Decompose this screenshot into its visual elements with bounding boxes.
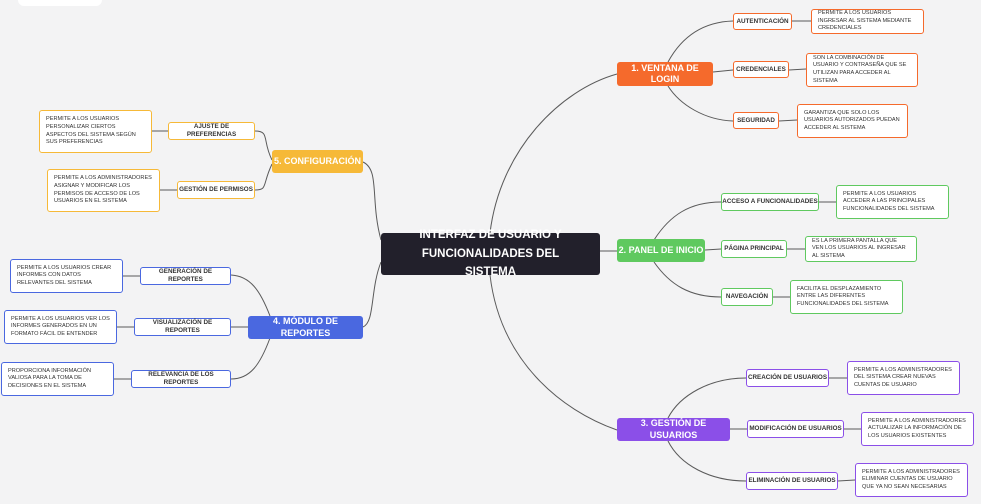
subtopic-ajuste-preferencias[interactable]: AJUSTE DE PREFERENCIAS	[168, 122, 255, 140]
subtopic-visualizacion-reportes[interactable]: VISUALIZACIÓN DE REPORTES	[134, 318, 231, 336]
note-eliminacion-usuarios[interactable]: PERMITE A LOS ADMINISTRADORES ELIMINAR C…	[855, 463, 968, 497]
central-topic[interactable]: INTERFAZ DE USUARIO Y FUNCIONALIDADES DE…	[381, 229, 600, 278]
subtopic-credenciales[interactable]: CREDENCIALES	[733, 61, 789, 78]
window-tab	[18, 0, 102, 6]
note-ajuste-preferencias[interactable]: PERMITE A LOS USUARIOS PERSONALIZAR CIER…	[39, 110, 152, 153]
subtopic-gestion-permisos[interactable]: GESTIÓN DE PERMISOS	[177, 181, 255, 199]
note-navegacion[interactable]: FACILITA EL DESPLAZAMIENTO ENTRE LAS DIF…	[790, 280, 903, 314]
topic-configuracion[interactable]: 5. CONFIGURACIÓN	[272, 150, 363, 173]
subtopic-creacion-usuarios[interactable]: CREACIÓN DE USUARIOS	[746, 369, 829, 387]
topic-panel-de-inicio[interactable]: 2. PANEL DE INICIO	[617, 239, 705, 262]
note-modificacion-usuarios[interactable]: PERMITE A LOS ADMINISTRADORES ACTUALIZAR…	[861, 412, 974, 446]
subtopic-acceso-funcionalidades[interactable]: ACCESO A FUNCIONALIDADES	[721, 193, 819, 211]
subtopic-autenticacion[interactable]: AUTENTICACIÓN	[733, 13, 792, 30]
note-seguridad[interactable]: GARANTIZA QUE SOLO LOS USUARIOS AUTORIZA…	[797, 104, 908, 138]
note-generacion-reportes[interactable]: PERMITE A LOS USUARIOS CREAR INFORMES CO…	[10, 259, 123, 293]
note-pagina-principal[interactable]: ES LA PRIMERA PANTALLA QUE VEN LOS USUAR…	[805, 236, 917, 262]
note-acceso-funcionalidades[interactable]: PERMITE A LOS USUARIOS ACCEDER A LAS PRI…	[836, 185, 949, 219]
subtopic-modificacion-usuarios[interactable]: MODIFICACIÓN DE USUARIOS	[747, 420, 844, 438]
topic-gestion-de-usuarios[interactable]: 3. GESTIÓN DE USUARIOS	[617, 418, 730, 441]
subtopic-generacion-reportes[interactable]: GENERACIÓN DE REPORTES	[140, 267, 231, 285]
note-gestion-permisos[interactable]: PERMITE A LOS ADMINISTRADORES ASIGNAR Y …	[47, 169, 160, 212]
subtopic-pagina-principal[interactable]: PÁGINA PRINCIPAL	[721, 240, 787, 258]
subtopic-seguridad[interactable]: SEGURIDAD	[733, 112, 779, 129]
note-relevancia-reportes[interactable]: PROPORCIONA INFORMACIÓN VALIOSA PARA LA …	[1, 362, 114, 396]
subtopic-eliminacion-usuarios[interactable]: ELIMINACIÓN DE USUARIOS	[746, 472, 838, 490]
note-creacion-usuarios[interactable]: PERMITE A LOS ADMINISTRADORES DEL SISTEM…	[847, 361, 960, 395]
subtopic-navegacion[interactable]: NAVEGACIÓN	[721, 288, 773, 306]
note-credenciales[interactable]: SON LA COMBINACIÓN DE USUARIO Y CONTRASE…	[806, 53, 918, 87]
note-visualizacion-reportes[interactable]: PERMITE A LOS USUARIOS VER LOS INFORMES …	[4, 310, 117, 344]
topic-ventana-de-login[interactable]: 1. VENTANA DE LOGIN	[617, 62, 713, 86]
note-autenticacion[interactable]: PERMITE A LOS USUARIOS INGRESAR AL SISTE…	[811, 9, 924, 34]
subtopic-relevancia-reportes[interactable]: RELEVANCIA DE LOS REPORTES	[131, 370, 231, 388]
topic-modulo-de-reportes[interactable]: 4. MÓDULO DE REPORTES	[248, 316, 363, 339]
